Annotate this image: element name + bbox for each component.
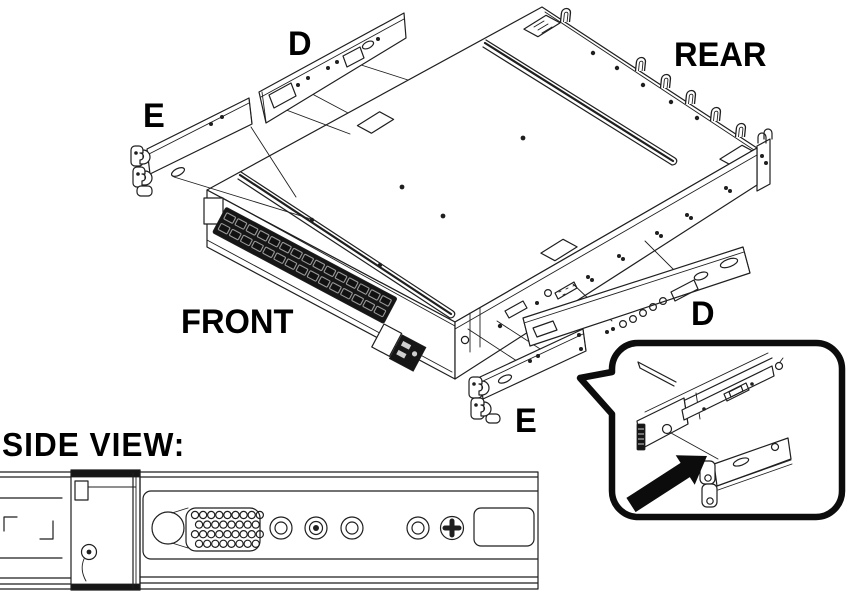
grip-plate <box>185 507 261 552</box>
side-view-outer-rail <box>0 471 72 590</box>
part-label-rail-d-top: D <box>288 25 312 63</box>
side-view-slide-block <box>70 469 141 591</box>
top-cover-slot-front <box>237 171 456 319</box>
side-view-inner-rail <box>132 469 539 591</box>
psu-area <box>371 323 427 372</box>
front-ports <box>217 212 392 318</box>
chassis-front-face <box>203 189 456 380</box>
bracket-e-left <box>130 97 253 197</box>
side-face-screw-holes <box>460 186 732 345</box>
part-label-bracket-e-left: E <box>143 97 165 135</box>
serial-label-tab <box>523 14 561 38</box>
rail-end-slot <box>473 507 535 547</box>
rail-front-hole <box>151 511 185 545</box>
rail-d-right <box>522 246 751 347</box>
label-corner-marks <box>3 516 54 540</box>
rear-hooks <box>559 7 747 137</box>
callout-bubble-outline <box>576 339 846 521</box>
chassis-top-face <box>206 6 758 323</box>
rail-d-top <box>258 12 407 124</box>
callout-content <box>626 352 793 513</box>
phillips-screw-icon <box>439 515 465 541</box>
rail-rivets <box>269 515 465 541</box>
bracket-e-bottom-hooks <box>468 376 501 424</box>
direction-arrow-icon <box>626 455 707 513</box>
grip-perforations <box>190 510 264 549</box>
detail-callout <box>576 339 846 521</box>
label-side-view-title: SIDE VIEW: <box>2 426 186 463</box>
bracket-e-bottom <box>468 328 587 424</box>
management-port-area <box>203 197 224 225</box>
top-face-screw-holes <box>309 50 700 268</box>
label-rear: REAR <box>674 36 767 74</box>
bracket-e-left-hooks <box>130 145 153 197</box>
rear-corner-bracket <box>756 128 773 192</box>
label-front: FRONT <box>181 303 294 341</box>
side-view-drawing <box>0 469 539 591</box>
front-panel <box>212 207 397 324</box>
top-cover-slot-rear <box>482 39 678 166</box>
part-label-bracket-e-bottom: E <box>515 402 537 440</box>
part-label-rail-d-right: D <box>691 295 715 333</box>
